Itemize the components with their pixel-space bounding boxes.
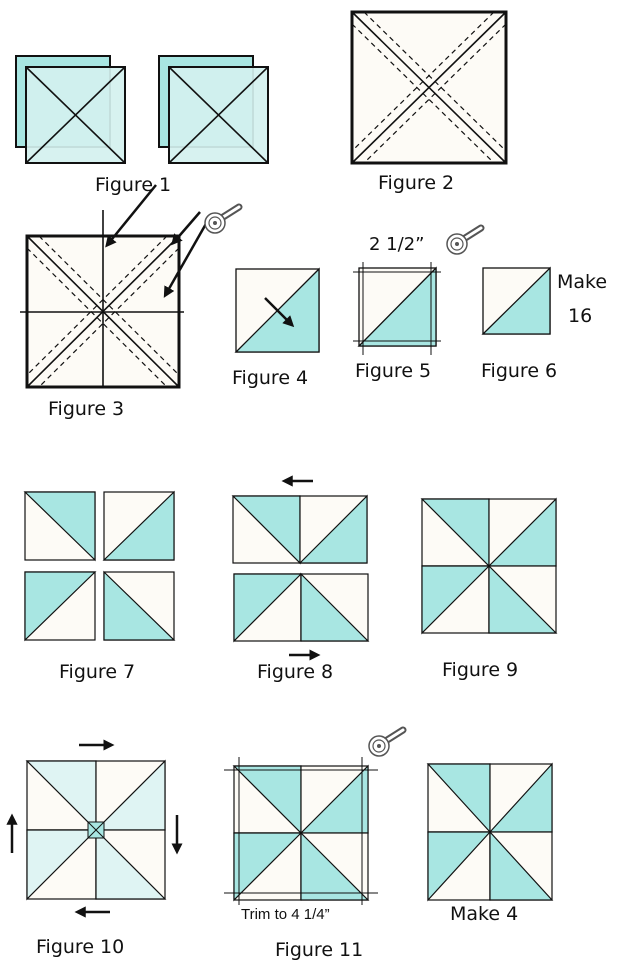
- figure-2-marked-square: [350, 10, 508, 165]
- figure-7-caption: Figure 7: [59, 661, 136, 683]
- trim-label: Trim to 4 1/4”: [241, 906, 330, 923]
- figure-5-caption: Figure 5: [355, 360, 432, 382]
- rotary-cutter-icon: [447, 228, 481, 254]
- measurement-label: 2 1/2”: [369, 234, 425, 255]
- figure-1-caption: Figure 1: [95, 174, 172, 196]
- figure-8-caption: Figure 8: [257, 661, 334, 683]
- figure-1-square-pair-right: [158, 55, 269, 164]
- figure-5-trim-square: [353, 262, 441, 355]
- figure-10-caption: Figure 10: [36, 936, 125, 958]
- figure-7-four-squares: [23, 490, 176, 642]
- rotary-cutter-icon: [369, 730, 403, 756]
- figure-9-pinwheel-block: [420, 497, 558, 635]
- figure-1-square-pair-left: [15, 55, 126, 164]
- figure-3-caption: Figure 3: [48, 398, 125, 420]
- figure-9-caption: Figure 9: [442, 659, 519, 681]
- figure-2-caption: Figure 2: [378, 172, 455, 194]
- figure-8-paired-rows: [231, 475, 370, 661]
- figure-11-trim-block: [224, 757, 378, 905]
- figure-4-half-square: [234, 267, 320, 353]
- make-label: Make: [557, 271, 608, 293]
- figure-3-cut-square: [20, 184, 209, 389]
- figure-11-caption: Figure 11: [275, 939, 364, 961]
- figure-6-finished-half-square: [481, 266, 551, 335]
- make-count-label: 16: [568, 305, 593, 327]
- figure-4-caption: Figure 4: [232, 367, 309, 389]
- make-4-finished-block: [426, 762, 554, 902]
- figure-10-pressing-block: [6, 739, 183, 918]
- figure-6-caption: Figure 6: [481, 360, 558, 382]
- rotary-cutter-icon: [205, 207, 239, 233]
- make-4-label: Make 4: [450, 903, 519, 925]
